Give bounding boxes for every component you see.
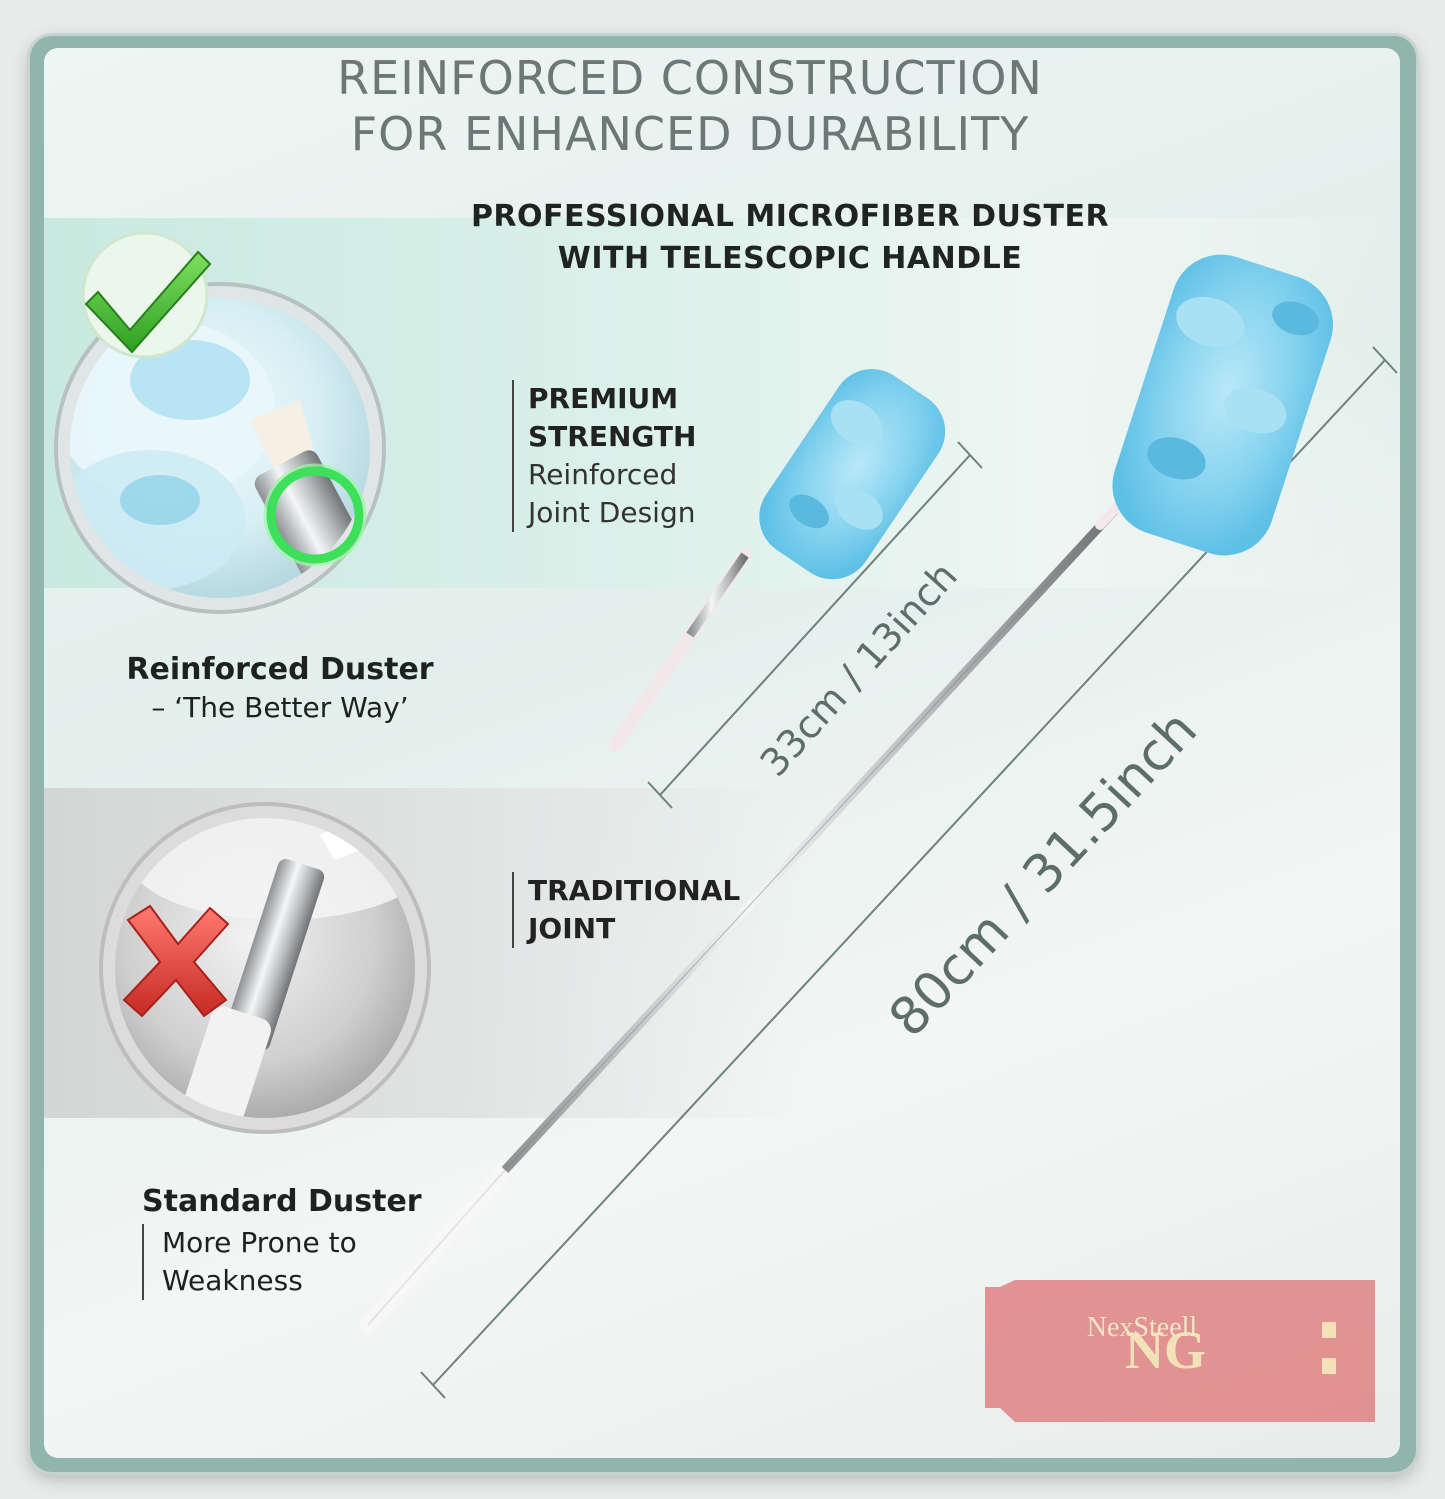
standard-caption: Standard Duster More Prone to Weakness (142, 1182, 422, 1300)
reinforced-caption: Reinforced Duster – ‘The Better Way’ (90, 650, 470, 726)
traditional-title-2: JOINT (528, 912, 616, 945)
reinforced-caption-title: Reinforced Duster (126, 652, 434, 687)
headline: REINFORCED CONSTRUCTION FOR ENHANCED DUR… (250, 50, 1130, 162)
premium-title-2: STRENGTH (528, 420, 697, 453)
long-duster-image (360, 254, 1334, 1333)
brand-name: NexSteell (1086, 1312, 1198, 1343)
dimension-line-short (647, 441, 983, 809)
reinforced-caption-subtitle: – ‘The Better Way’ (151, 691, 409, 724)
standard-caption-line1: More Prone to (162, 1226, 357, 1259)
brand-logo: NG (985, 1280, 1375, 1422)
check-icon (81, 231, 212, 359)
premium-text-1: Reinforced (528, 458, 678, 491)
headline-line2: FOR ENHANCED DURABILITY (350, 107, 1030, 161)
premium-strength-callout: PREMIUM STRENGTH Reinforced Joint Design (512, 380, 696, 532)
premium-title-1: PREMIUM (528, 382, 679, 415)
premium-text-2: Joint Design (528, 496, 696, 529)
standard-caption-line2: Weakness (162, 1264, 303, 1297)
headline-line1: REINFORCED CONSTRUCTION (337, 51, 1043, 105)
traditional-joint-callout: TRADITIONAL JOINT (512, 872, 740, 948)
traditional-title-1: TRADITIONAL (528, 874, 741, 907)
brand-monogram: NG (1125, 1320, 1206, 1380)
cross-icon (122, 904, 230, 1018)
standard-caption-title: Standard Duster (142, 1184, 422, 1219)
standard-joint-closeup (99, 802, 431, 1134)
subhead-line2: WITH TELESCOPIC HANDLE (557, 241, 1023, 276)
subhead-line1: PROFESSIONAL MICROFIBER DUSTER (470, 199, 1110, 234)
short-duster-image (608, 369, 946, 752)
subheadline: PROFESSIONAL MICROFIBER DUSTER WITH TELE… (430, 196, 1150, 280)
main-panel (44, 48, 1400, 1458)
